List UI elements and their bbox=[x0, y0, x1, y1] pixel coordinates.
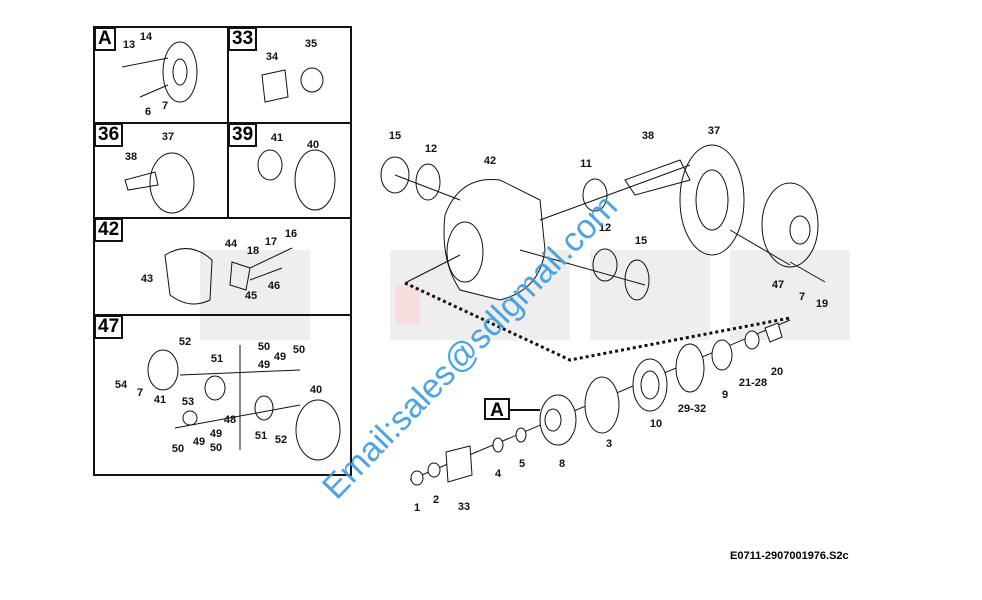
panel-tag: A bbox=[94, 27, 116, 51]
part-number-label: 6 bbox=[144, 106, 152, 118]
part-number-label: 44 bbox=[224, 238, 238, 250]
part-number-label: 51 bbox=[210, 353, 224, 365]
part-number-label: 49 bbox=[192, 436, 206, 448]
part-number-label: 49 bbox=[209, 428, 223, 440]
part-number-label: 40 bbox=[309, 384, 323, 396]
callout-A-box: A bbox=[484, 398, 510, 421]
part-number-label: 50 bbox=[209, 442, 223, 454]
part-number-label: 14 bbox=[139, 31, 153, 43]
part-number-label: 7 bbox=[136, 387, 144, 399]
inset-panel-33: 33 bbox=[227, 26, 352, 124]
part-number-label: 7 bbox=[161, 100, 169, 112]
part-number-label: 2 bbox=[432, 494, 440, 506]
part-number-label: 37 bbox=[707, 125, 721, 137]
inset-panel-47: 47 bbox=[93, 314, 352, 476]
part-number-label: 53 bbox=[181, 396, 195, 408]
part-number-label: 48 bbox=[223, 414, 237, 426]
part-number-label: 50 bbox=[257, 341, 271, 353]
part-number-label: 8 bbox=[558, 458, 566, 470]
part-number-label: 16 bbox=[284, 228, 298, 240]
part-number-label: 5 bbox=[518, 458, 526, 470]
part-number-label: 40 bbox=[306, 139, 320, 151]
part-number-label: 35 bbox=[304, 38, 318, 50]
part-number-label: 41 bbox=[153, 394, 167, 406]
part-number-label: 45 bbox=[244, 290, 258, 302]
part-number-label: 47 bbox=[771, 279, 785, 291]
part-number-label: 54 bbox=[114, 379, 128, 391]
part-number-label: 7 bbox=[798, 291, 806, 303]
inset-panel-39: 39 bbox=[227, 122, 352, 219]
part-number-label: 3 bbox=[605, 438, 613, 450]
part-number-label: 37 bbox=[161, 131, 175, 143]
part-number-label: 38 bbox=[124, 151, 138, 163]
panel-tag: 33 bbox=[228, 27, 258, 51]
part-number-label: 52 bbox=[274, 434, 288, 446]
part-number-label: 49 bbox=[257, 359, 271, 371]
part-number-label: 51 bbox=[254, 430, 268, 442]
part-number-label: 12 bbox=[424, 143, 438, 155]
inset-panel-42: 42 bbox=[93, 217, 352, 316]
part-number-label: 33 bbox=[457, 501, 471, 513]
part-number-label: 20 bbox=[770, 366, 784, 378]
part-number-label: 52 bbox=[178, 336, 192, 348]
panel-tag: 47 bbox=[94, 315, 124, 339]
part-number-label: 19 bbox=[815, 298, 829, 310]
drawing-number: E0711-2907001976.S2c bbox=[730, 550, 849, 562]
part-number-label: 38 bbox=[641, 130, 655, 142]
part-number-label: 29-32 bbox=[677, 403, 707, 415]
part-number-label: 46 bbox=[267, 280, 281, 292]
panel-tag: 39 bbox=[228, 123, 258, 147]
part-number-label: 15 bbox=[388, 130, 402, 142]
part-number-label: 42 bbox=[483, 155, 497, 167]
part-number-label: 10 bbox=[649, 418, 663, 430]
part-number-label: 50 bbox=[171, 443, 185, 455]
part-number-label: 34 bbox=[265, 51, 279, 63]
part-number-label: 49 bbox=[273, 351, 287, 363]
part-number-label: 11 bbox=[580, 158, 592, 170]
part-number-label: 1 bbox=[413, 502, 421, 514]
part-number-label: 13 bbox=[122, 39, 136, 51]
panel-tag: 36 bbox=[94, 123, 124, 147]
part-number-label: 50 bbox=[292, 344, 306, 356]
panel-tag: 42 bbox=[94, 218, 124, 242]
part-number-label: 4 bbox=[494, 468, 502, 480]
part-number-label: 17 bbox=[264, 236, 278, 248]
part-number-label: 12 bbox=[598, 222, 612, 234]
part-number-label: 9 bbox=[721, 389, 729, 401]
part-number-label: 41 bbox=[270, 132, 284, 144]
part-number-label: 21-28 bbox=[738, 377, 768, 389]
part-number-label: 15 bbox=[634, 235, 648, 247]
part-number-label: 18 bbox=[246, 245, 260, 257]
part-number-label: 43 bbox=[140, 273, 154, 285]
